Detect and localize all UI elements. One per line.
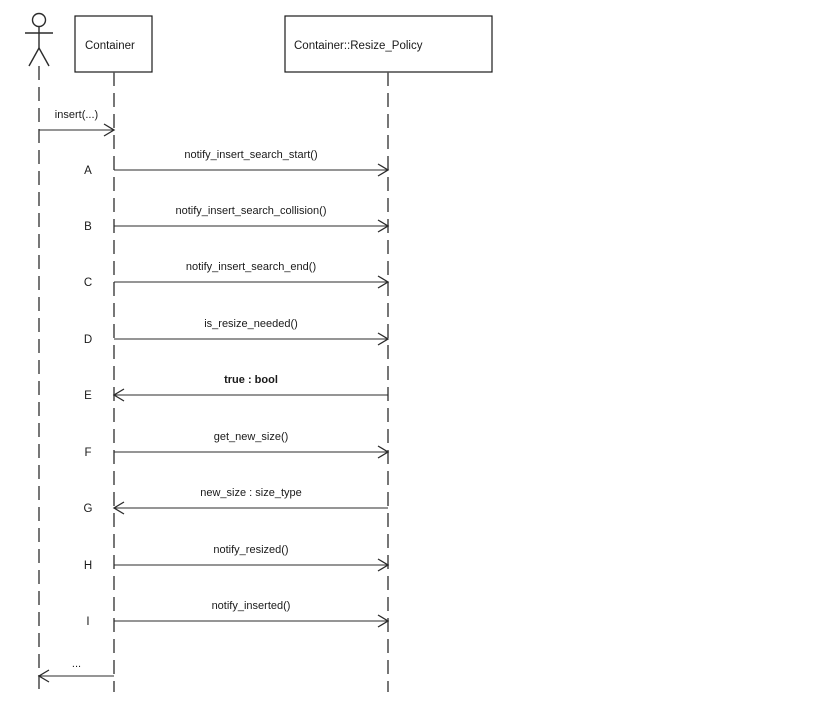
message-arrowhead-insert	[103, 123, 116, 137]
sequence-letter-d: D	[84, 334, 92, 346]
message-return-new-size[interactable]: G new_size : size_type	[84, 487, 388, 515]
actor-head-icon	[31, 12, 47, 28]
participant-box-container[interactable]: Container	[74, 15, 153, 73]
sequence-letter-f: F	[84, 447, 91, 459]
message-label-e: true : bool	[224, 374, 278, 386]
message-notify-insert-search-start[interactable]: A notify_insert_search_start()	[84, 149, 390, 177]
message-label-d: is_resize_needed()	[204, 318, 298, 330]
message-label-h: notify_resized()	[213, 544, 288, 556]
message-arrowhead-c	[377, 275, 390, 289]
message-arrowhead-a	[377, 163, 390, 177]
sequence-letter-a: A	[84, 165, 92, 177]
container-box-label: Container	[85, 40, 135, 52]
message-arrowhead-ellipsis	[37, 669, 50, 683]
resize-policy-box-label: Container::Resize_Policy	[294, 40, 423, 52]
message-arrowhead-b	[377, 219, 390, 233]
message-is-resize-needed[interactable]: D is_resize_needed()	[84, 318, 390, 346]
message-label-c: notify_insert_search_end()	[186, 261, 316, 273]
participant-box-resize-policy[interactable]: Container::Resize_Policy	[284, 15, 493, 73]
message-return-true-bool[interactable]: E true : bool	[84, 374, 388, 402]
sequence-letter-e: E	[84, 390, 92, 402]
message-return-ellipsis[interactable]: ...	[37, 658, 114, 683]
message-notify-resized[interactable]: H notify_resized()	[84, 544, 390, 572]
message-arrowhead-d	[377, 332, 390, 346]
message-arrowhead-e	[112, 388, 125, 402]
message-label-g: new_size : size_type	[200, 487, 302, 499]
sequence-letter-c: C	[84, 277, 92, 289]
message-arrowhead-g	[112, 501, 125, 515]
message-insert[interactable]: insert(...)	[39, 109, 116, 137]
resize-policy-box-rect	[284, 15, 493, 73]
message-label-i: notify_inserted()	[212, 600, 291, 612]
message-label-insert: insert(...)	[55, 109, 98, 121]
message-label-ellipsis: ...	[72, 658, 81, 670]
actor-left-leg-line	[28, 47, 40, 67]
container-box-rect	[74, 15, 153, 73]
message-get-new-size[interactable]: F get_new_size()	[84, 431, 390, 459]
actor-figure	[25, 12, 53, 67]
sequence-letter-g: G	[84, 503, 93, 515]
message-label-b: notify_insert_search_collision()	[175, 205, 326, 217]
message-arrowhead-f	[377, 445, 390, 459]
actor-right-leg-line	[38, 47, 50, 67]
sequence-letter-b: B	[84, 221, 92, 233]
sequence-letter-i: I	[86, 616, 89, 628]
message-label-f: get_new_size()	[214, 431, 289, 443]
sequence-letter-h: H	[84, 560, 92, 572]
message-notify-insert-search-end[interactable]: C notify_insert_search_end()	[84, 261, 390, 289]
message-label-a: notify_insert_search_start()	[184, 149, 317, 161]
message-arrowhead-i	[377, 614, 390, 628]
message-notify-inserted[interactable]: I notify_inserted()	[86, 600, 390, 628]
message-arrowhead-h	[377, 558, 390, 572]
message-notify-insert-search-collision[interactable]: B notify_insert_search_collision()	[84, 205, 390, 233]
